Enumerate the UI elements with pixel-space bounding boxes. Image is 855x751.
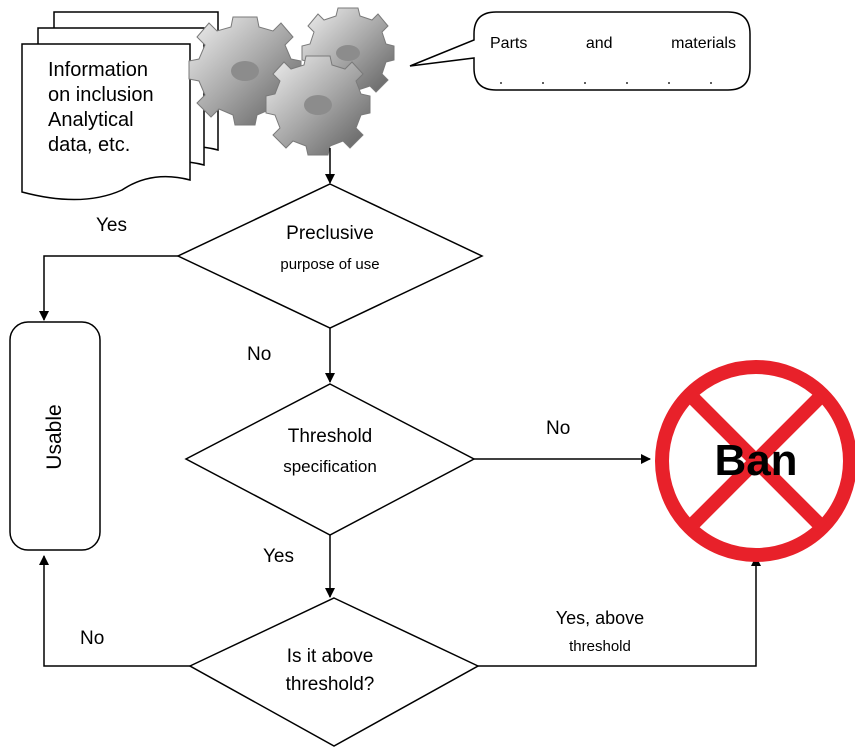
document-line-4: data, etc. bbox=[48, 134, 131, 156]
usable-label: Usable bbox=[43, 404, 66, 470]
decision-threshold-spec-diamond bbox=[184, 383, 476, 536]
connectors bbox=[39, 148, 761, 667]
callout-bubble bbox=[409, 11, 751, 91]
decision-above-threshold-label-1: Is it above bbox=[286, 646, 374, 667]
decision-preclusive-yes: Yes bbox=[96, 215, 127, 236]
document-line-2: on inclusion bbox=[48, 84, 154, 106]
decision-above-threshold-diamond bbox=[188, 597, 480, 747]
callout-word-3: materials bbox=[671, 35, 736, 52]
callout-text: Parts and materials bbox=[490, 35, 736, 53]
decision-preclusive-no: No bbox=[247, 344, 272, 365]
document-line-1: Information bbox=[48, 59, 149, 81]
ban-icon bbox=[655, 360, 855, 562]
usable-box bbox=[9, 321, 101, 551]
ban-label: Ban bbox=[714, 436, 798, 485]
decision-threshold-spec-no: No bbox=[546, 418, 571, 439]
callout-word-2: and bbox=[585, 35, 613, 52]
document-stack bbox=[21, 11, 219, 201]
decision-preclusive-label-1: Preclusive bbox=[286, 223, 374, 244]
decision-preclusive-label-2: purpose of use bbox=[280, 256, 380, 273]
decision-threshold-spec-label-1: Threshold bbox=[287, 426, 373, 447]
decision-threshold-spec-yes: Yes bbox=[263, 546, 294, 567]
decision-above-threshold-label-2: threshold? bbox=[285, 674, 375, 695]
document-text: Information on inclusion Analytical data… bbox=[48, 58, 154, 158]
document-line-3: Analytical bbox=[48, 109, 134, 131]
decision-above-threshold-yes-2: threshold bbox=[569, 638, 631, 655]
decision-preclusive-diamond bbox=[176, 183, 484, 329]
decision-above-threshold-no: No bbox=[80, 628, 105, 649]
decision-threshold-spec-label-2: specification bbox=[283, 457, 377, 476]
decision-above-threshold-yes-1: Yes, above bbox=[555, 608, 645, 628]
gears-icon bbox=[188, 7, 395, 156]
callout-word-1: Parts bbox=[490, 35, 528, 52]
